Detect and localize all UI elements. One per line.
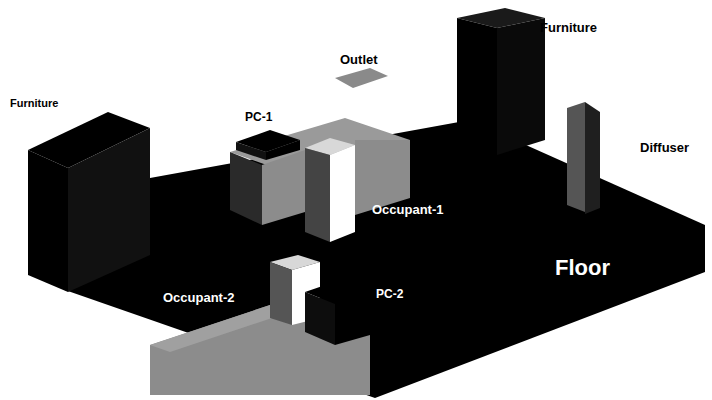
- furniture-side: [497, 18, 545, 155]
- pc-face: [266, 140, 300, 160]
- floor-label: Floor: [555, 255, 610, 281]
- desk-top: [150, 305, 290, 352]
- furniture-face: [68, 128, 150, 292]
- furniture-face: [457, 18, 497, 155]
- occupant-label: Occupant-1: [372, 202, 444, 217]
- pc-label: PC-2: [376, 287, 403, 301]
- furniture-side: [28, 150, 68, 292]
- occupant-side: [270, 262, 292, 325]
- pc-face: [335, 292, 370, 345]
- occupant-front: [330, 145, 355, 242]
- floor: [65, 120, 705, 398]
- occupant-label: Occupant-2: [163, 290, 235, 305]
- pc-face: [236, 142, 266, 160]
- desk-front: [262, 150, 305, 225]
- furniture-label: Furniture: [10, 97, 58, 109]
- outlet: [335, 68, 388, 88]
- pc-label: PC-1: [245, 110, 272, 124]
- occupant-side: [305, 148, 330, 242]
- outlet-label: Outlet: [340, 52, 378, 67]
- furniture-label: Furniture: [540, 20, 597, 35]
- pc-face: [305, 292, 335, 345]
- desk-side: [230, 152, 262, 225]
- diffuser: [567, 102, 585, 212]
- diffuser-label: Diffuser: [640, 140, 689, 155]
- diffuser-side: [585, 102, 600, 214]
